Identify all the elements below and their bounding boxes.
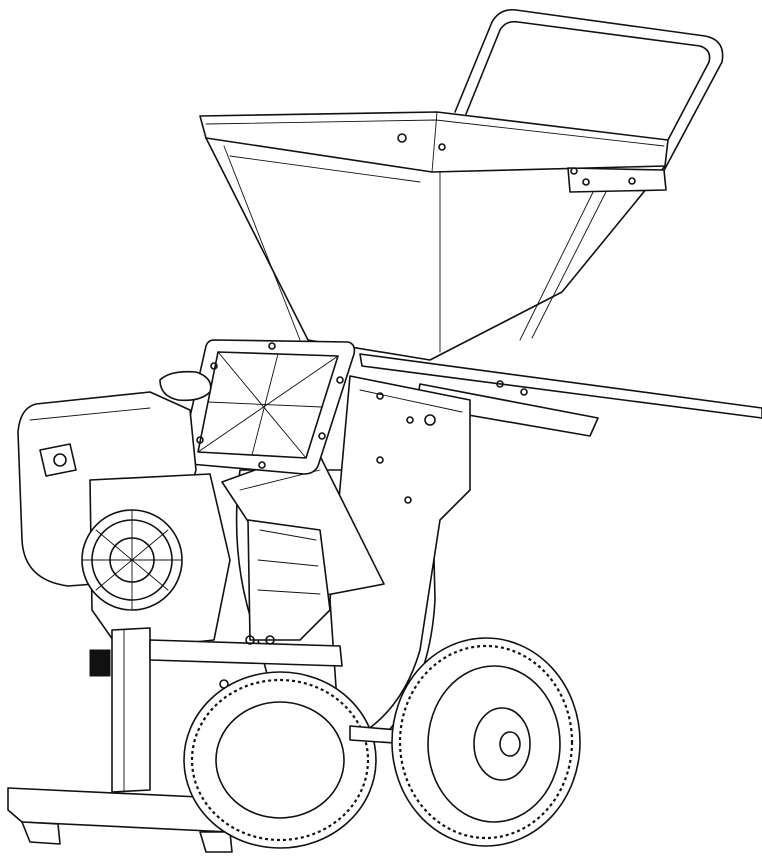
rear-wheel	[183, 671, 377, 849]
front-leg-stand	[7, 627, 235, 853]
frame-rail	[149, 635, 343, 689]
chipper-inlet-flange	[180, 339, 356, 475]
handle-bracket	[567, 167, 667, 193]
side-chute-tray	[359, 353, 762, 437]
hopper-funnel	[205, 137, 666, 361]
hopper-top-rim	[199, 111, 669, 173]
push-handle	[454, 8, 724, 179]
fuel-tank-cap	[39, 443, 77, 477]
front-wheel	[391, 637, 581, 847]
recoil-starter	[81, 509, 183, 611]
